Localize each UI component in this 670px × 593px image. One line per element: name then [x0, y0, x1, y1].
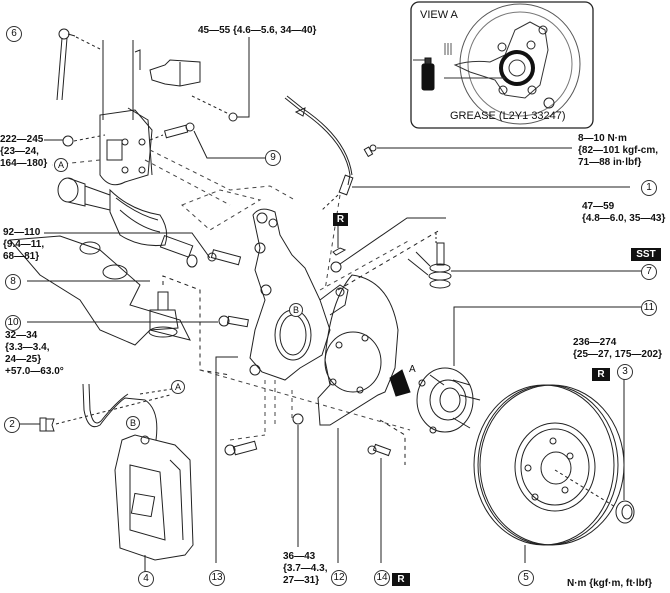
torque-92-line2: {9.4—11, — [3, 239, 45, 250]
torque-92-line3: 68—81} — [3, 251, 40, 262]
torque-8-line2: {82—101 kgf-cm, — [578, 145, 659, 156]
torque-45-55: 45—55 {4.6—5.6, 34—40} — [198, 25, 317, 36]
view-a-title: VIEW A — [420, 9, 458, 21]
callout-5: 5 — [518, 570, 534, 586]
replace-badge: R — [592, 368, 610, 381]
torque-222-line3: 164—180} — [0, 158, 48, 169]
torque-8-line1: 8—10 N·m — [578, 133, 627, 144]
nut-36-drawing — [292, 413, 304, 547]
nut-45-drawing — [191, 37, 250, 122]
callout-7: 7 — [641, 264, 657, 280]
hub-bolt-14-drawing — [367, 419, 406, 563]
callout-12: 12 — [331, 570, 347, 586]
torque-47-line1: 47—59 — [582, 201, 615, 212]
dashed-guides — [51, 149, 296, 231]
brake-hose-drawing — [18, 383, 173, 441]
sst-tool-drawing — [337, 229, 641, 291]
callout-2: 2 — [4, 417, 20, 433]
brake-disc-drawing — [473, 384, 625, 563]
bolt-9-drawing — [149, 122, 268, 159]
reference-letter-a: A — [171, 380, 185, 394]
torque-236-line1: 236—274 — [573, 337, 617, 348]
bolt-lower-knuckle-drawing — [224, 440, 258, 456]
callout-1: 1 — [641, 180, 657, 196]
replace-badge: R — [333, 213, 348, 226]
callout-10: 10 — [5, 315, 21, 331]
dashed-guide-balljoint — [162, 275, 231, 376]
torque-32-line1: 32—34 — [5, 330, 38, 341]
torque-32-line2: {3.3—3.4, — [5, 342, 50, 353]
grease-can-icon — [421, 63, 435, 91]
torque-32-line4: +57.0—63.0° — [5, 366, 64, 377]
wheel-hub-drawing — [416, 306, 641, 434]
nut-222-drawing — [44, 134, 106, 147]
reference-letter-b: B — [126, 416, 140, 430]
knuckle-drawing — [249, 208, 349, 381]
callout-9: 9 — [265, 150, 281, 166]
hub-nut-drawing — [554, 378, 635, 524]
lower-arm-drawing — [8, 235, 191, 346]
bolt-8-10-drawing — [363, 144, 572, 158]
grease-label: GREASE (L2Y1 33247) — [450, 110, 566, 122]
sst-badge: SST — [631, 248, 661, 261]
torque-36-line1: 36—43 — [283, 551, 316, 562]
drive-shaft-drawing — [57, 177, 198, 268]
view-a-arrow-icon — [389, 369, 411, 397]
view-a-arrow-label: A — [409, 364, 416, 375]
unit-legend: N·m {kgf·m, ft·lbf} — [567, 578, 652, 589]
torque-36-line3: 27—31} — [283, 575, 320, 586]
callout-8: 8 — [5, 274, 21, 290]
torque-92-line1: 92—110 — [3, 227, 41, 238]
replace-badge: R — [392, 573, 410, 586]
bolt-10-drawing — [27, 315, 249, 328]
wheel-speed-sensor-drawing — [284, 95, 630, 211]
reference-letter-b: B — [289, 303, 303, 317]
dust-shield-drawing — [317, 274, 399, 563]
brake-caliper-drawing — [114, 434, 194, 572]
torque-32-line3: 24—25} — [5, 354, 42, 365]
callout-11: 11 — [641, 300, 657, 316]
view-a-inset-drawing — [410, 1, 594, 129]
torque-222-line1: 222—245 — [0, 134, 44, 145]
torque-236-line2: {25—27, 175—202} — [573, 349, 662, 360]
torque-36-line2: {3.7—4.3, — [283, 563, 328, 574]
torque-8-line3: 71—88 in·lbf} — [578, 157, 642, 168]
stabilizer-link-drawing — [56, 28, 101, 101]
callout-3: 3 — [617, 364, 633, 380]
strut-drawing — [99, 40, 201, 186]
torque-222-line2: {23—24, — [0, 146, 39, 157]
callout-4: 4 — [138, 571, 154, 587]
leader-13 — [215, 356, 238, 563]
bolt-92-drawing — [44, 232, 242, 266]
torque-47-line2: {4.8—6.0, 35—43} — [582, 213, 666, 224]
knuckle-guides — [199, 194, 411, 441]
callout-6: 6 — [6, 26, 22, 42]
castle-nut-drawing — [330, 217, 446, 273]
callout-14: 14 — [374, 570, 390, 586]
reference-letter-a: A — [54, 158, 68, 172]
callout-13: 13 — [209, 570, 225, 586]
